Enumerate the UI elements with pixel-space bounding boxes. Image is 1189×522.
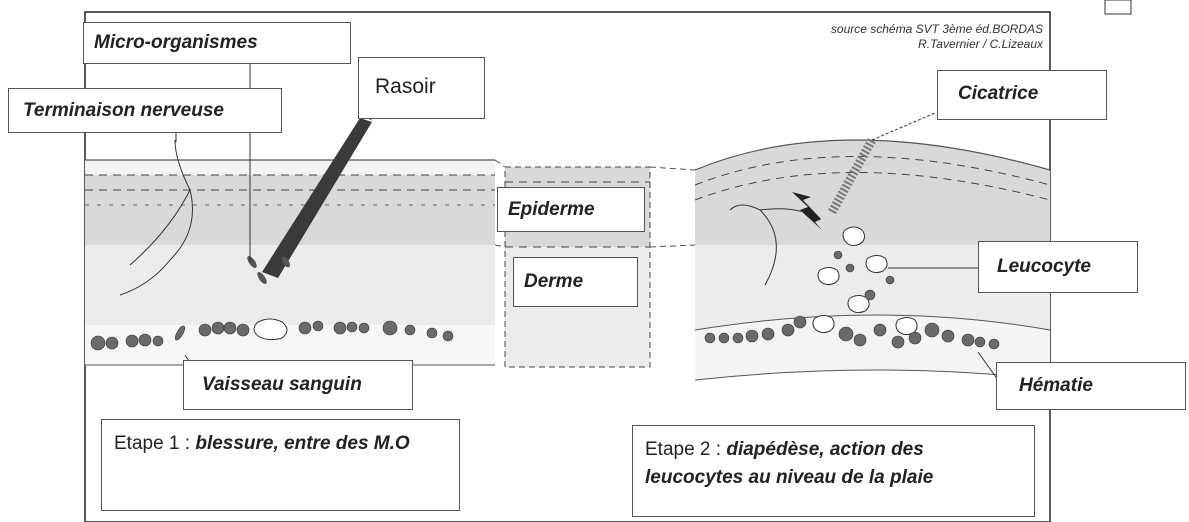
razor-blade — [262, 118, 372, 278]
scar — [828, 137, 876, 215]
skin-right — [694, 139, 1051, 381]
skin-left — [85, 159, 495, 366]
step-1-text: blessure, entre des M.O — [195, 433, 410, 454]
step-2-prefix: Etape 2 : — [645, 439, 727, 460]
label-micro-organismes: Micro-organismes — [83, 22, 351, 64]
label-terminaison-nerveuse: Terminaison nerveuse — [8, 88, 282, 133]
step-2-box: Etape 2 : diapédèse, action des leucocyt… — [632, 425, 1035, 517]
nerve-left — [119, 139, 193, 296]
hematie-leader — [977, 351, 999, 381]
label-vaisseau-sanguin: Vaisseau sanguin — [183, 360, 413, 410]
leucocytes-right — [812, 226, 918, 336]
label-cicatrice: Cicatrice — [937, 70, 1107, 120]
blood-cells-right — [704, 250, 1000, 350]
step-2-text: diapédèse, action des leucocytes au nive… — [645, 439, 934, 488]
source-line-1: source schéma SVT 3ème éd.BORDAS — [830, 22, 1043, 36]
corner-box — [1104, 0, 1132, 15]
label-derme: Derme — [513, 257, 638, 307]
label-hematie: Hématie — [996, 362, 1186, 410]
leucocyte-left — [253, 318, 288, 341]
source-credit: source schéma SVT 3ème éd.BORDAS R.Taver… — [831, 22, 1043, 52]
connector-lines — [494, 159, 696, 248]
label-epiderme: Epiderme — [497, 187, 645, 232]
source-line-2: R.Tavernier / C.Lizeaux — [918, 37, 1043, 51]
blood-cells-left — [90, 320, 454, 351]
lightning-arrow — [792, 192, 822, 230]
step-1-box: Etape 1 : blessure, entre des M.O — [101, 419, 460, 511]
cicatrice-leader — [871, 112, 936, 141]
step-1-prefix: Etape 1 : — [114, 433, 196, 454]
label-leucocyte: Leucocyte — [978, 241, 1138, 293]
label-rasoir: Rasoir — [358, 57, 485, 119]
